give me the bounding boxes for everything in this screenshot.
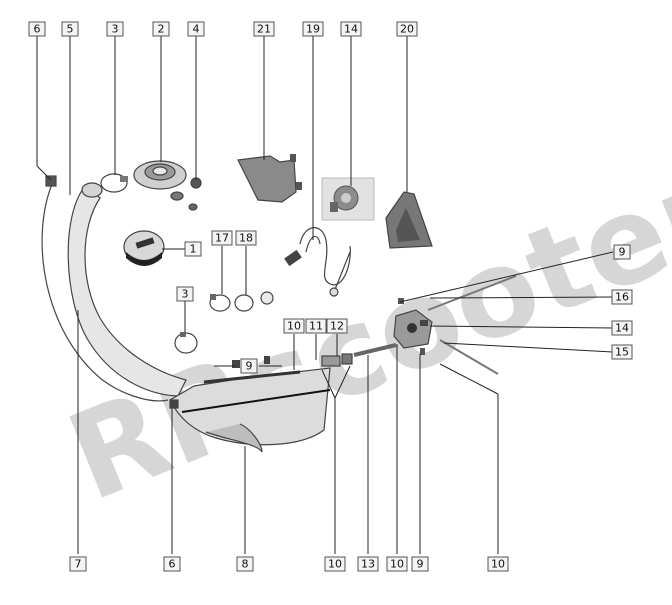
sender-grommet-part <box>260 291 274 305</box>
callout-text: 6 <box>169 558 176 571</box>
callout-8: 8 <box>236 556 254 572</box>
callout-14-top: 14 <box>340 21 362 37</box>
callout-text: 14 <box>344 23 358 36</box>
callout-text: 1 <box>190 243 197 256</box>
callout-text: 12 <box>330 320 344 333</box>
callout-4: 4 <box>187 21 205 37</box>
hose-clamp-lower-part <box>174 332 198 354</box>
callout-text: 17 <box>215 232 229 245</box>
fuel-pump-assembly-part <box>393 309 433 349</box>
callout-5: 5 <box>61 21 79 37</box>
callout-10-bottom-b: 10 <box>386 556 408 572</box>
callout-10-mid: 10 <box>283 318 305 334</box>
clamp-17-part <box>209 294 231 312</box>
callout-3-lower: 3 <box>176 286 194 302</box>
callout-9-right: 9 <box>613 244 631 260</box>
callout-15: 15 <box>611 344 633 360</box>
callout-20: 20 <box>396 21 418 37</box>
callout-text: 20 <box>400 23 414 36</box>
callout-3-top: 3 <box>106 21 124 37</box>
callout-text: 3 <box>182 288 189 301</box>
tank-cover-part <box>237 154 302 203</box>
small-fitting-part <box>169 399 179 409</box>
callout-9-bottom: 9 <box>411 556 429 572</box>
fuel-cap-part <box>123 230 165 266</box>
callout-text: 10 <box>328 558 342 571</box>
callout-text: 18 <box>239 232 253 245</box>
callout-text: 9 <box>417 558 424 571</box>
callout-12: 12 <box>326 318 348 334</box>
fuel-line-13-part <box>353 343 397 357</box>
callout-10-bottom-a: 10 <box>324 556 346 572</box>
rod-15-part <box>420 339 499 375</box>
callout-text: 7 <box>75 558 82 571</box>
callout-text: 2 <box>158 23 165 36</box>
callout-text: 14 <box>615 322 629 335</box>
vent-hose-part <box>41 175 169 402</box>
callout-19: 19 <box>302 21 324 37</box>
callout-1: 1 <box>184 241 202 257</box>
callout-text: 19 <box>306 23 320 36</box>
fuel-filter-part <box>321 353 353 367</box>
hose-clamp-top-part <box>100 173 128 193</box>
callout-text: 4 <box>193 23 200 36</box>
callout-text: 9 <box>619 246 626 259</box>
leader-lines <box>36 36 614 554</box>
grommet-part <box>188 177 202 211</box>
filler-neck-part <box>133 160 187 201</box>
fuel-pump-photo-part <box>321 177 375 221</box>
callout-18: 18 <box>235 230 257 246</box>
o-ring-part <box>234 294 254 312</box>
rod-16-part <box>398 275 517 311</box>
callout-text: 5 <box>67 23 74 36</box>
callout-17: 17 <box>211 230 233 246</box>
callout-text: 8 <box>242 558 249 571</box>
callout-16: 16 <box>611 289 633 305</box>
callout-7: 7 <box>69 556 87 572</box>
callout-text: 21 <box>257 23 271 36</box>
callout-text: 10 <box>390 558 404 571</box>
callout-6-bottom: 6 <box>163 556 181 572</box>
callout-11: 11 <box>305 318 327 334</box>
callout-21: 21 <box>253 21 275 37</box>
callout-text: 13 <box>361 558 375 571</box>
callout-13: 13 <box>357 556 379 572</box>
fuel-tank-part <box>169 356 331 453</box>
callout-text: 10 <box>287 320 301 333</box>
mount-bracket-part <box>385 191 433 249</box>
callout-text: 9 <box>246 360 253 373</box>
callout-text: 6 <box>34 23 41 36</box>
callout-6-top: 6 <box>28 21 46 37</box>
callout-text: 3 <box>112 23 119 36</box>
callout-text: 15 <box>615 346 629 359</box>
callout-text: 10 <box>491 558 505 571</box>
callout-2: 2 <box>152 21 170 37</box>
callout-10-bottom-c: 10 <box>487 556 509 572</box>
callout-text: 11 <box>309 320 323 333</box>
callout-14-lower: 14 <box>611 320 633 336</box>
callout-text: 16 <box>615 291 629 304</box>
callout-9-mid: 9 <box>240 358 258 374</box>
